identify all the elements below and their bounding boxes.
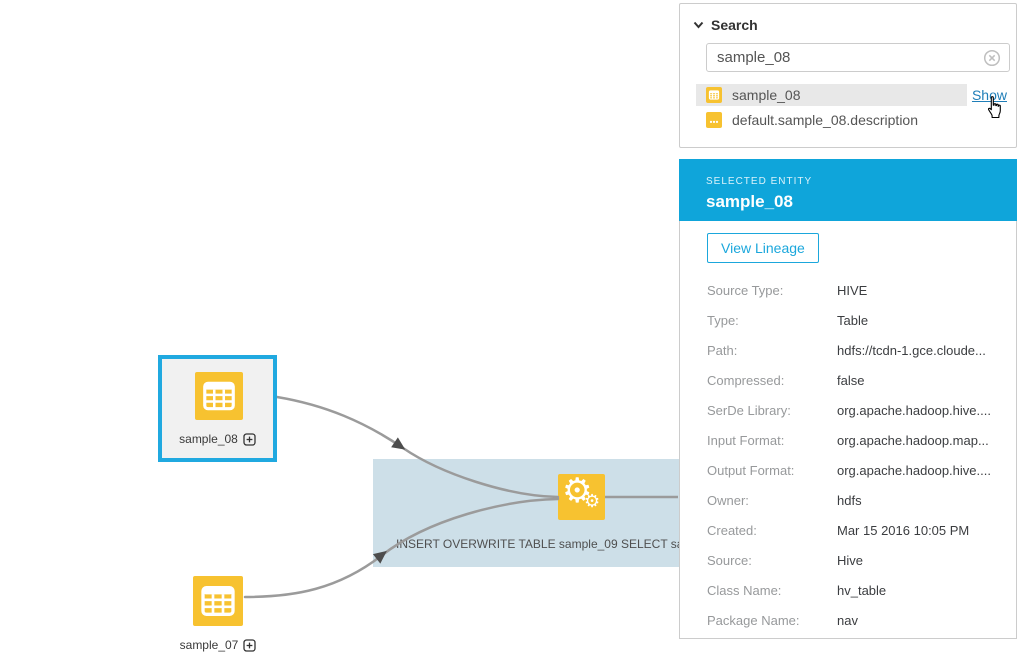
result-label: sample_08: [732, 87, 801, 103]
search-result-row[interactable]: sample_08 Show: [696, 84, 1007, 106]
property-row: Output Format: org.apache.hadoop.hive...…: [707, 462, 991, 478]
property-row: Created: Mar 15 2016 10:05 PM: [707, 522, 970, 538]
result-label: default.sample_08.description: [732, 112, 919, 128]
property-row: Owner: hdfs: [707, 492, 862, 508]
table-icon: [195, 372, 243, 420]
property-row: Input Format: org.apache.hadoop.map...: [707, 432, 989, 448]
search-panel-header[interactable]: Search: [693, 17, 1016, 33]
node-label: sample_07: [179, 638, 239, 652]
arrowhead-icon: [391, 437, 406, 450]
node-sample-07[interactable]: [193, 576, 243, 626]
chevron-down-icon[interactable]: [693, 21, 704, 29]
property-row: SerDe Library: org.apache.hadoop.hive...…: [707, 402, 991, 418]
property-row: Path: hdfs://tcdn-1.gce.cloude...: [707, 342, 986, 358]
operation-query-text: INSERT OVERWRITE TABLE sample_09 SELECT …: [396, 537, 679, 551]
table-icon: [706, 87, 722, 103]
property-row: Package Name: nav: [707, 612, 858, 628]
selected-entity-panel: SELECTED ENTITY sample_08 View Lineage S…: [679, 159, 1017, 639]
lineage-diagram: ⚙ ⚙ INSERT OVERWRITE TABLE sample_09 SEL…: [158, 355, 679, 652]
node-sample-08[interactable]: sample_08: [158, 355, 277, 462]
search-result-row[interactable]: default.sample_08.description: [696, 109, 1007, 131]
property-row: Class Name: hv_table: [707, 582, 887, 598]
entity-header: SELECTED ENTITY sample_08: [679, 159, 1017, 221]
search-panel-title: Search: [711, 17, 758, 33]
search-results: sample_08 Show default.sample_08.descrip…: [696, 84, 1007, 131]
node-label: sample_08: [179, 432, 238, 446]
entity-name: sample_08: [706, 192, 793, 211]
property-row: Source: Hive: [707, 552, 864, 568]
property-row: Source Type: HIVE: [707, 282, 868, 298]
description-icon: [706, 112, 722, 128]
view-lineage-button[interactable]: View Lineage: [707, 233, 819, 263]
expand-plus-icon[interactable]: [243, 432, 256, 446]
gear-icon[interactable]: ⚙ ⚙: [558, 471, 605, 520]
property-row: Type: Table: [707, 312, 869, 328]
operation-node[interactable]: ⚙ ⚙ INSERT OVERWRITE TABLE sample_09 SEL…: [373, 459, 679, 567]
show-link[interactable]: Show: [971, 87, 1007, 103]
expand-plus-icon[interactable]: [243, 638, 257, 652]
search-input[interactable]: [706, 43, 1010, 72]
search-panel: Search: [679, 3, 1017, 148]
entity-kicker: SELECTED ENTITY: [706, 176, 813, 187]
clear-search-icon[interactable]: [983, 49, 1001, 72]
table-icon: [193, 576, 243, 626]
property-row: Compressed: false: [707, 372, 865, 388]
entity-properties: Source Type: HIVE Type: Table Path: hdfs…: [680, 275, 1016, 635]
